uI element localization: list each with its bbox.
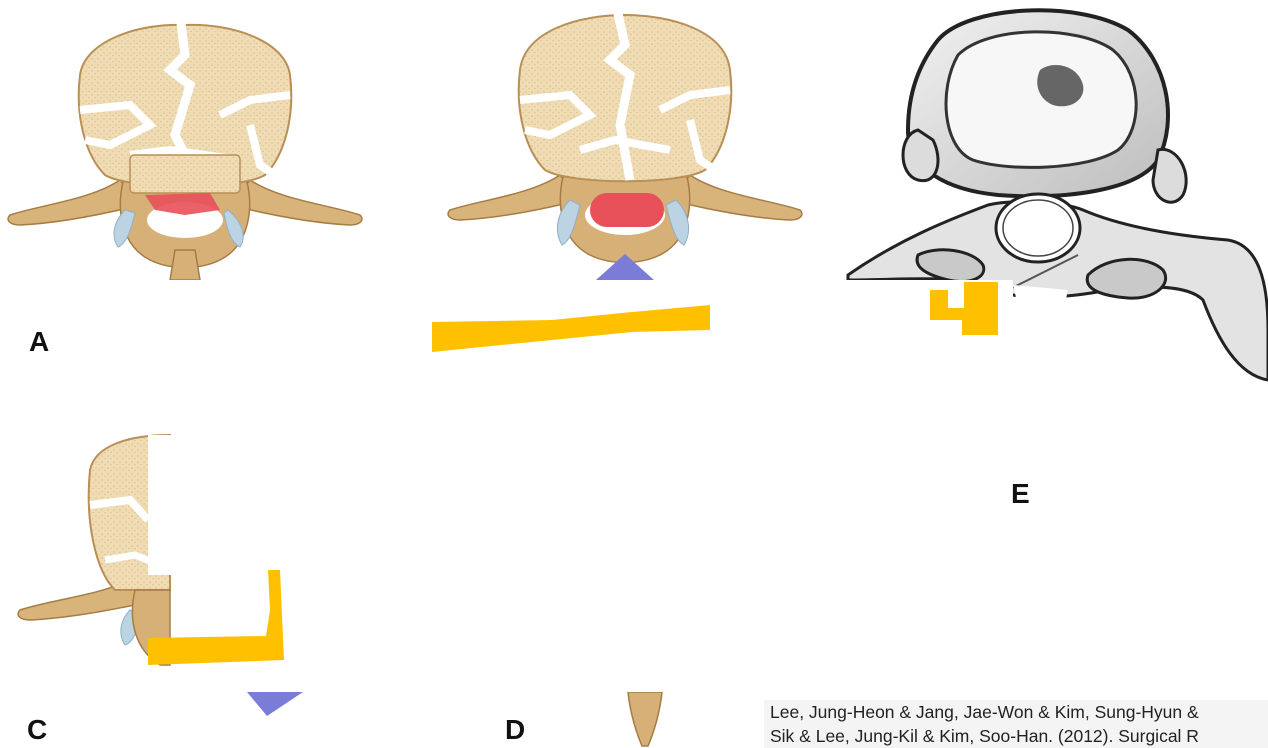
highlight-corner-e [928, 280, 1000, 335]
citation-text: Lee, Jung-Heon & Jang, Jae-Won & Kim, Su… [764, 700, 1268, 748]
highlight-stroke [432, 300, 712, 355]
citation-line-2: Sik & Lee, Jung-Kil & Kim, Soo-Han. (201… [770, 724, 1268, 748]
spinous-process-d [620, 692, 670, 748]
panel-label-a: A [29, 328, 49, 356]
panel-label-c: C [27, 716, 47, 744]
panel-label-d: D [505, 716, 525, 744]
panel-label-e: E [1011, 480, 1030, 508]
citation-line-1: Lee, Jung-Heon & Jang, Jae-Won & Kim, Su… [770, 700, 1268, 724]
arrow-tip-c [245, 692, 305, 717]
vertebra-illustration-a [0, 15, 370, 280]
panel-c-mask [148, 435, 283, 575]
highlight-corner-c [148, 570, 284, 665]
vertebra-illustration-d [440, 0, 810, 280]
